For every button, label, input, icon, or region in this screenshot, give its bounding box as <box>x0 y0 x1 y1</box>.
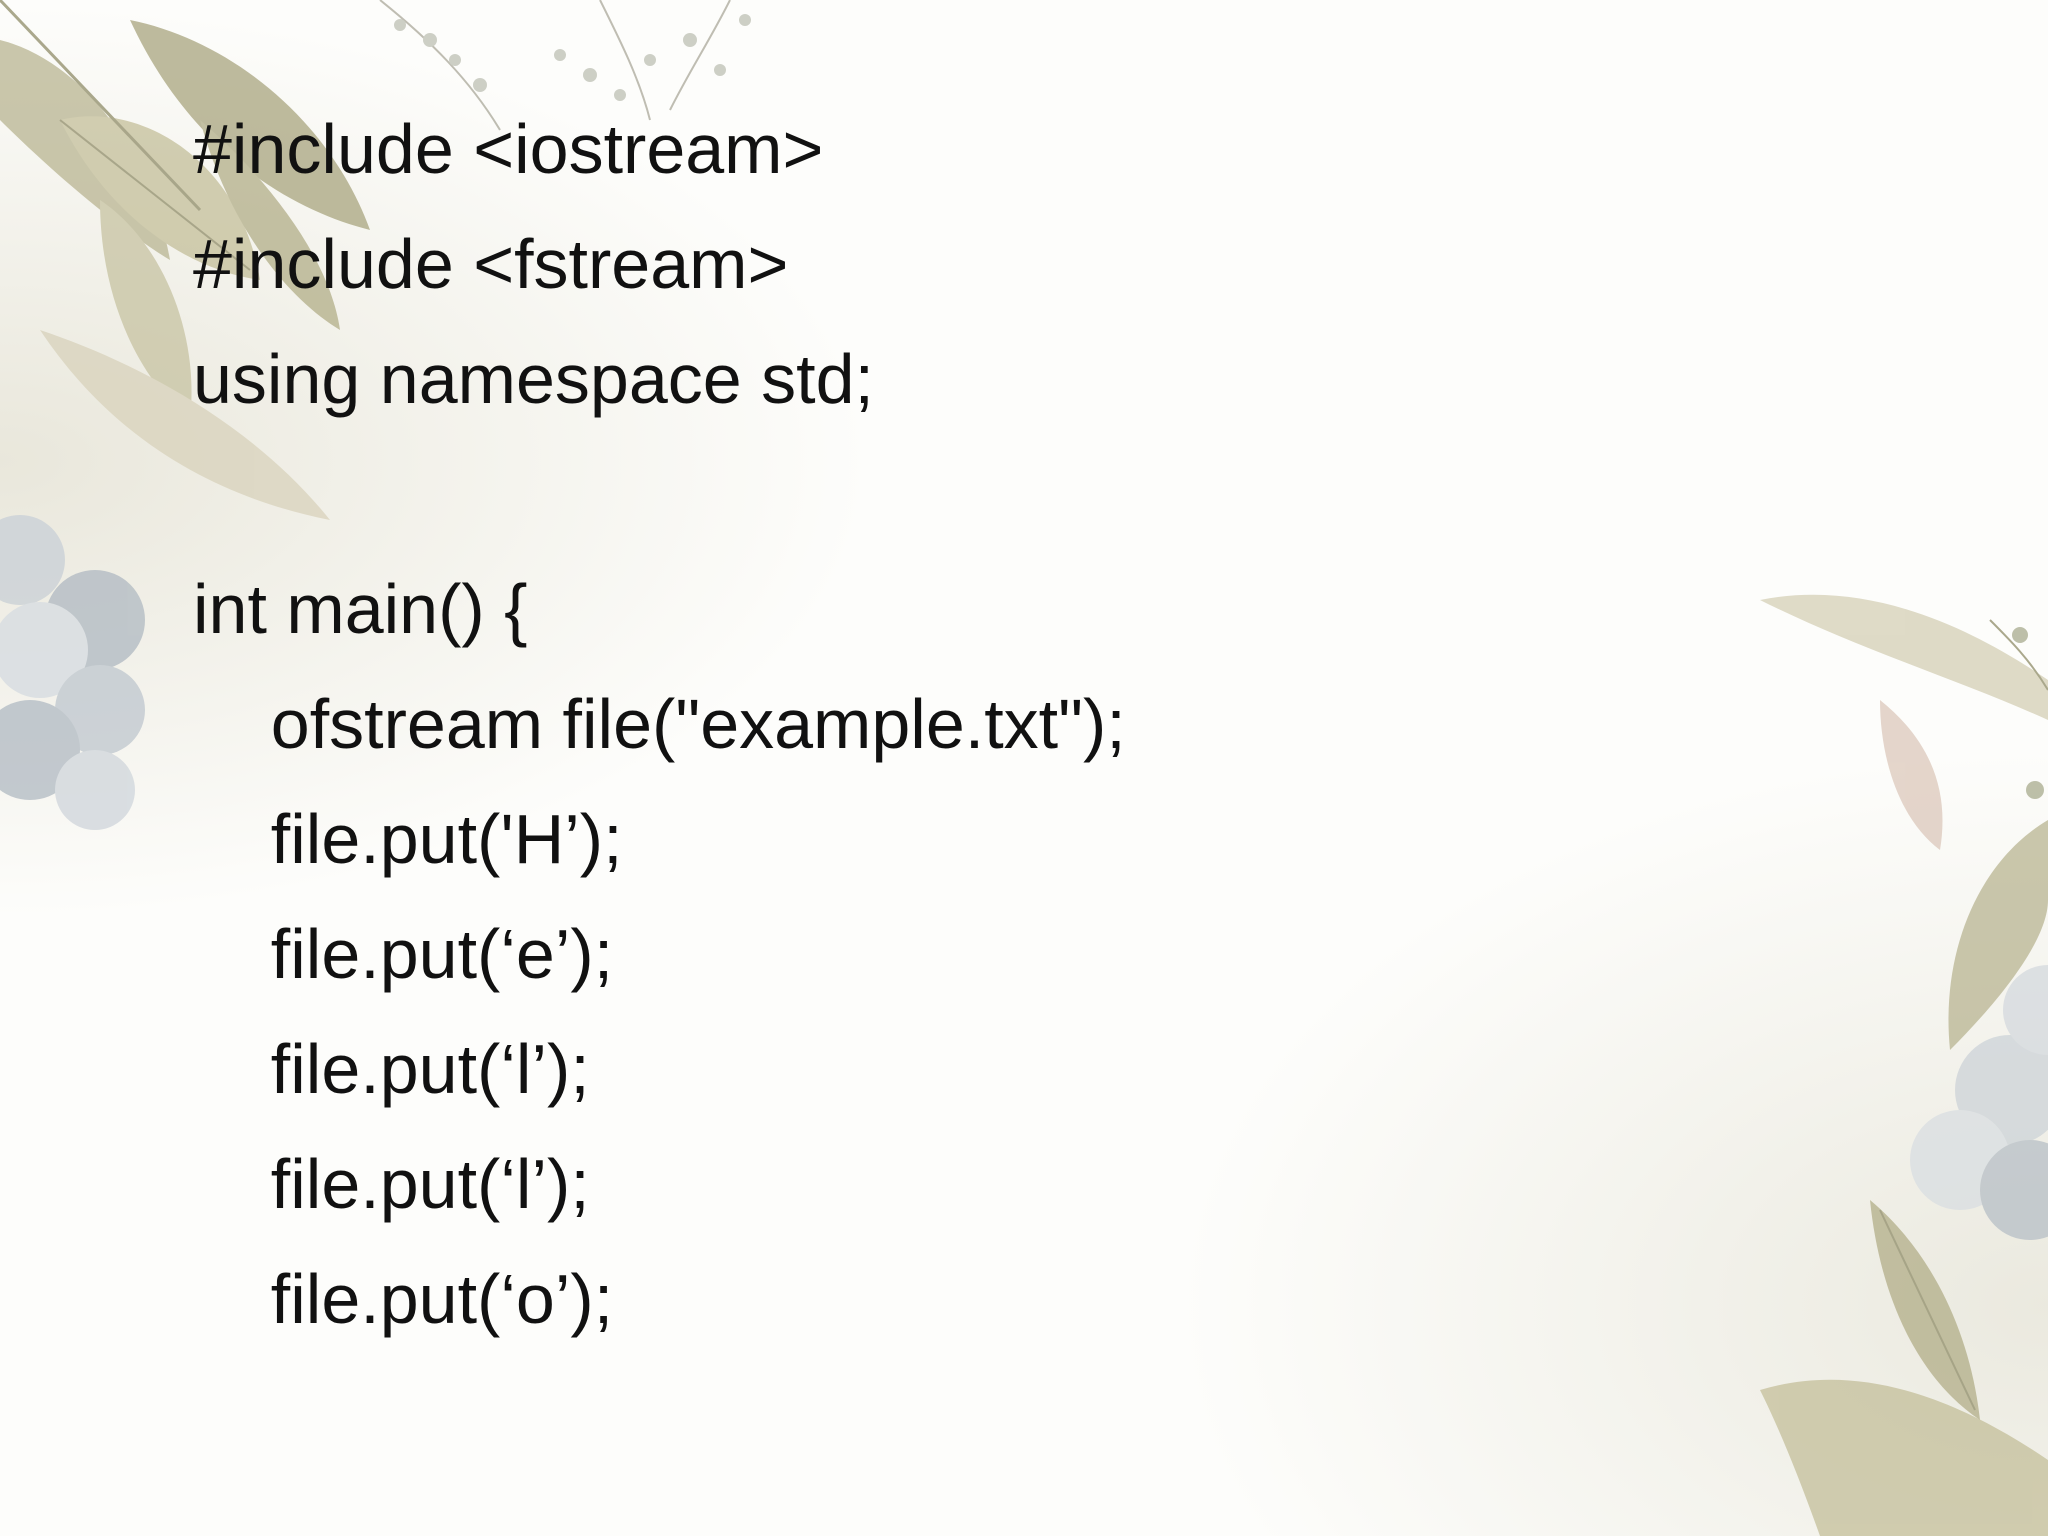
code-line: int main() { <box>193 570 528 648</box>
code-line: file.put(‘e’); <box>193 915 614 993</box>
code-line-blank <box>193 437 1126 552</box>
code-line: file.put('H’); <box>193 800 623 878</box>
code-line: #include <fstream> <box>193 225 789 303</box>
leaf-cluster-top-left-icon <box>0 0 370 520</box>
berry-sprig-top-icon <box>379 0 751 131</box>
blue-berry-cluster-left-icon <box>0 515 145 830</box>
code-line: file.put(‘l’); <box>193 1145 590 1223</box>
code-line: using namespace std; <box>193 340 874 418</box>
code-block: #include <iostream> #include <fstream> u… <box>193 92 1126 1357</box>
leaf-and-berry-right-icon <box>1760 594 2048 1536</box>
code-line: file.put(‘l’); <box>193 1030 590 1108</box>
code-line: file.put(‘o’); <box>193 1260 614 1338</box>
code-line: #include <iostream> <box>193 110 824 188</box>
code-line: ofstream file("example.txt"); <box>193 685 1126 763</box>
